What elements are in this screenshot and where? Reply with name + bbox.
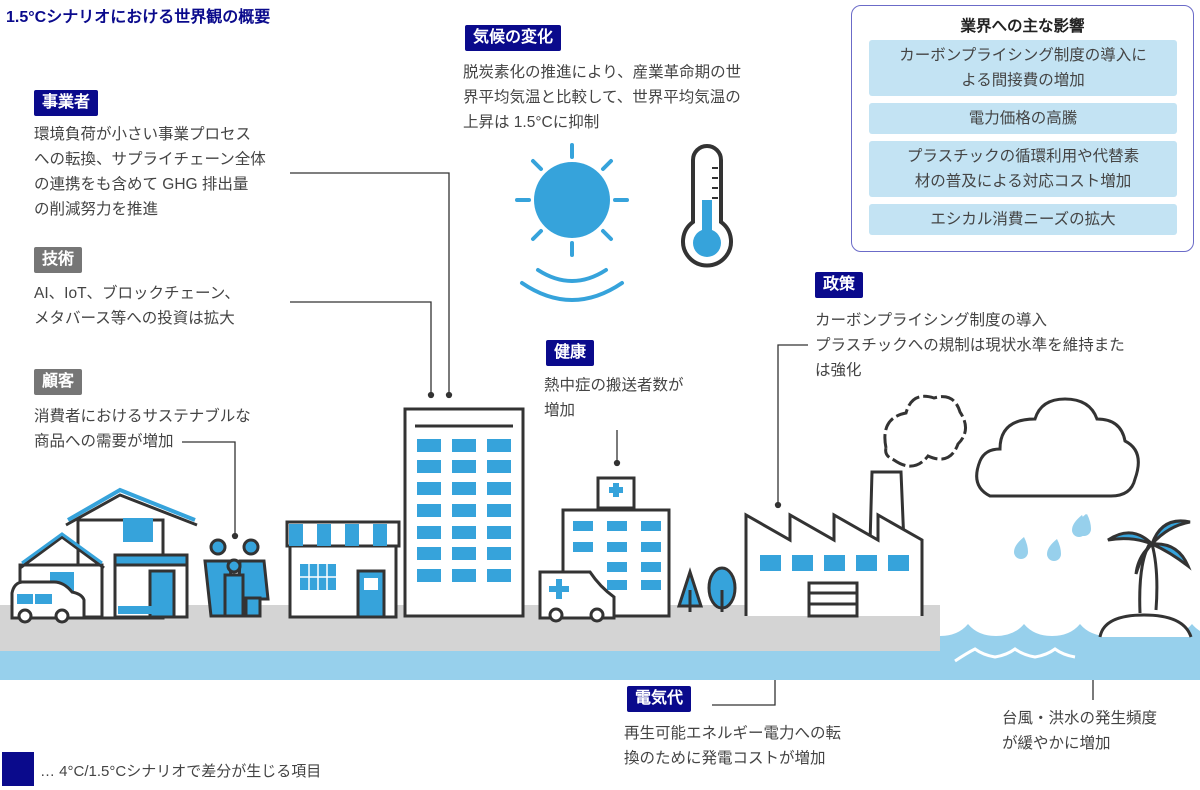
climate-tag: 気候の変化 (465, 25, 562, 51)
text-line: は強化 (815, 362, 862, 379)
text-line: の削減努力を推進 (34, 201, 159, 218)
disaster-text: 台風・洪水の発生頻度が緩やかに増加 (1002, 706, 1157, 756)
window (487, 439, 511, 452)
text-line: への転換、サプライチェーン全体 (34, 151, 266, 168)
electricity-text: 再生可能エネルギー電力への転換のために発電コストが増加 (624, 721, 841, 771)
window (417, 482, 441, 495)
text-line: カーボンプライシング制度の導入 (815, 312, 1048, 329)
factory-icon (744, 470, 924, 618)
window (487, 547, 511, 560)
impact-item: 電力価格の高騰 (869, 103, 1177, 134)
text-line: 脱炭素化の推進により、産業革命期の世 (463, 64, 742, 81)
policy-text: カーボンプライシング制度の導入プラスチックへの規制は現状水準を維持または強化 (815, 308, 1125, 383)
text-line: エシカル消費ニーズの拡大 (930, 211, 1116, 228)
customer-text: 消費者におけるサステナブルな商品への需要が増加 (34, 404, 251, 454)
window (607, 521, 627, 531)
technology-text: AI、IoT、ブロックチェーン、メタバース等への投資は拡大 (34, 281, 240, 331)
text-line: が緩やかに増加 (1002, 735, 1111, 752)
window (417, 569, 441, 582)
window (573, 521, 593, 531)
window (417, 526, 441, 539)
window (487, 569, 511, 582)
window (452, 526, 476, 539)
raindrop-icons (1014, 514, 1091, 561)
window (487, 482, 511, 495)
window (487, 526, 511, 539)
text-line: 熱中症の搬送者数が (544, 377, 684, 394)
window (452, 504, 476, 517)
window (452, 569, 476, 582)
window (641, 562, 661, 572)
page-title: 1.5°Cシナリオにおける世界観の概要 (6, 9, 271, 26)
text-line: 消費者におけるサステナブルな (34, 408, 251, 425)
window (573, 542, 593, 552)
impact-item: カーボンプライシング制度の導入による間接費の増加 (869, 40, 1177, 96)
window (417, 439, 441, 452)
window (417, 460, 441, 473)
window (607, 580, 627, 590)
thermometer-icon (681, 144, 733, 268)
technology-tag: 技術 (34, 247, 83, 273)
text-line: メタバース等への投資は拡大 (34, 310, 235, 327)
palm-island-icon (1098, 519, 1193, 638)
text-line: カーボンプライシング制度の導入に (899, 47, 1147, 64)
text-line: 電力価格の高騰 (968, 110, 1078, 127)
window (641, 542, 661, 552)
impact-item: エシカル消費ニーズの拡大 (869, 204, 1177, 235)
text-line: 材の普及による対応コスト増加 (914, 173, 1132, 190)
window (641, 521, 661, 531)
window (607, 542, 627, 552)
window (487, 504, 511, 517)
text-line: AI、IoT、ブロックチェーン、 (34, 285, 240, 302)
house-icon (18, 487, 198, 620)
text-line: 台風・洪水の発生頻度 (1002, 710, 1158, 727)
text-line: 界平均気温と比較して、世界平均気温の (463, 89, 741, 106)
window (417, 504, 441, 517)
window (452, 460, 476, 473)
impact-title: 業界への主な影響 (960, 18, 1085, 35)
text-line: 増加 (544, 402, 576, 419)
text-line: プラスチックの循環利用や代替素 (906, 148, 1140, 165)
car-icon (10, 580, 86, 624)
text-line: 再生可能エネルギー電力への転 (624, 725, 842, 742)
sea (0, 624, 1200, 680)
climate-text: 脱炭素化の推進により、産業革命期の世界平均気温と比較して、世界平均気温の上昇は … (463, 60, 741, 135)
health-text: 熱中症の搬送者数が増加 (544, 373, 684, 423)
rain-cloud-icon (975, 397, 1140, 498)
window (452, 439, 476, 452)
window (417, 547, 441, 560)
shop-icon (285, 520, 401, 619)
window (607, 562, 627, 572)
business-text: 環境負荷が小さい事業プロセスへの転換、サプライチェーン全体の連携をも含めて GH… (34, 122, 266, 222)
electricity-tag: 電気代 (627, 686, 692, 712)
text-line: 商品への需要が増加 (34, 433, 174, 450)
smoke-icon (883, 394, 967, 468)
text-line: 換のために発電コストが増加 (624, 750, 826, 767)
tree-icon (676, 566, 737, 612)
business-tag: 事業者 (34, 90, 99, 116)
window (641, 580, 661, 590)
family-icon (203, 538, 270, 618)
customer-tag: 顧客 (34, 369, 83, 395)
window (452, 547, 476, 560)
office-building-icon (403, 407, 525, 618)
text-line: 上昇は 1.5°Cに抑制 (463, 114, 600, 131)
impact-item: プラスチックの循環利用や代替素材の普及による対応コスト増加 (869, 141, 1177, 197)
health-tag: 健康 (546, 340, 595, 366)
text-line: よる間接費の増加 (961, 72, 1085, 89)
policy-tag: 政策 (815, 272, 864, 298)
window (487, 460, 511, 473)
window (452, 482, 476, 495)
text-line: の連携をも含めて GHG 排出量 (34, 176, 249, 193)
text-line: プラスチックへの規制は現状水準を維持また (815, 337, 1125, 354)
ambulance-icon (538, 570, 616, 623)
industry-impact-box: 業界への主な影響 カーボンプライシング制度の導入による間接費の増加 電力価格の高… (851, 5, 1194, 252)
legend-text: … 4°C/1.5°Cシナリオで差分が生じる項目 (40, 763, 322, 780)
text-line: 環境負荷が小さい事業プロセス (34, 126, 252, 143)
sun-icon (515, 143, 629, 302)
legend-swatch (2, 752, 34, 786)
